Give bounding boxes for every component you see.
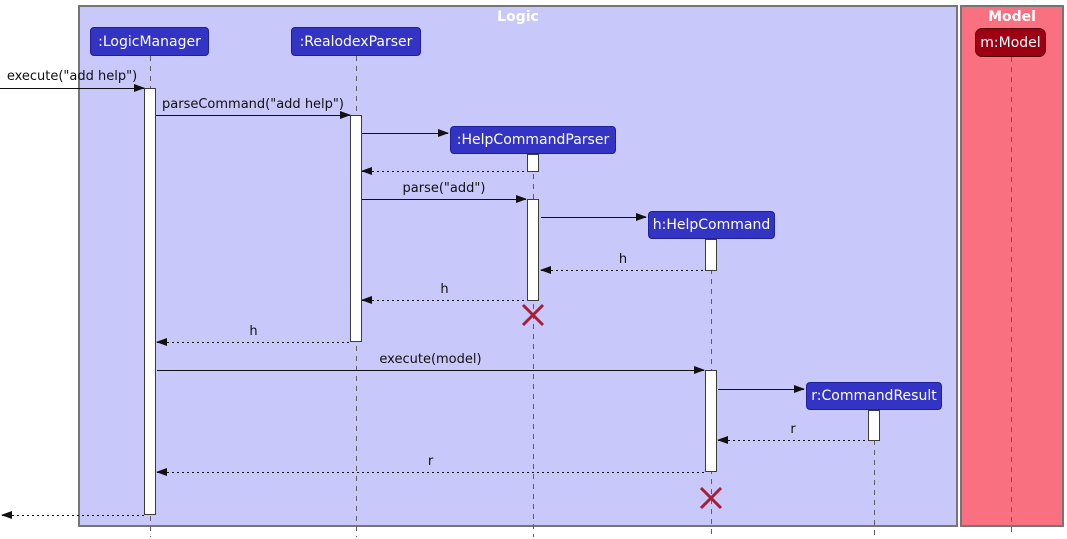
arrowhead-right-icon bbox=[340, 111, 351, 119]
logic-frame: Logic bbox=[78, 5, 958, 527]
arrowhead-right-icon bbox=[636, 213, 647, 221]
activation-logic-manager bbox=[144, 88, 156, 515]
arrowhead-left-icon bbox=[540, 266, 551, 274]
logic-frame-title: Logic bbox=[497, 9, 539, 25]
lifeline-model bbox=[1011, 57, 1012, 537]
arrowhead-right-icon bbox=[134, 84, 145, 92]
arrowhead-right-icon bbox=[438, 129, 449, 137]
participant-realodex-parser: :RealodexParser bbox=[291, 27, 421, 56]
message-execute-model-label: execute(model) bbox=[379, 352, 482, 367]
participant-help-command-parser: :HelpCommandParser bbox=[450, 126, 616, 154]
destroy-x-icon bbox=[699, 486, 723, 510]
message-return-r-to-help-command-label: r bbox=[790, 422, 796, 437]
destroy-x-icon bbox=[521, 303, 545, 327]
activation-command-result bbox=[868, 410, 880, 441]
activation-help-command-parser-parse bbox=[527, 199, 539, 301]
message-execute-add-help-label: execute("add help") bbox=[6, 69, 138, 84]
participant-command-result: r:CommandResult bbox=[806, 382, 942, 410]
arrowhead-left-icon bbox=[156, 468, 167, 476]
lifeline-help-command-parser bbox=[533, 154, 534, 537]
activation-help-command-execute bbox=[705, 370, 717, 472]
arrowhead-right-icon bbox=[794, 385, 805, 393]
model-frame: Model bbox=[960, 5, 1064, 527]
message-return-h-to-logic-manager-label: h bbox=[249, 324, 258, 339]
arrowhead-left-icon bbox=[717, 436, 728, 444]
arrowhead-left-icon bbox=[361, 296, 372, 304]
activation-realodex-parser bbox=[350, 115, 362, 342]
message-return-h-to-realodex-label: h bbox=[440, 282, 449, 297]
activation-help-command-parser-create bbox=[527, 154, 539, 172]
arrowhead-right-icon bbox=[694, 366, 705, 374]
participant-logic-manager: :LogicManager bbox=[90, 27, 209, 56]
arrowhead-left-icon bbox=[156, 338, 167, 346]
message-parse-add-label: parse("add") bbox=[402, 181, 486, 196]
participant-model: m:Model bbox=[975, 28, 1046, 57]
activation-help-command-create bbox=[705, 239, 717, 271]
participant-help-command: h:HelpCommand bbox=[648, 211, 775, 239]
model-frame-title: Model bbox=[988, 9, 1036, 25]
message-parse-command-label: parseCommand("add help") bbox=[162, 97, 344, 112]
message-return-h-to-parser-label: h bbox=[618, 252, 628, 267]
arrowhead-left-icon bbox=[361, 167, 372, 175]
lifeline-command-result bbox=[874, 410, 875, 537]
message-return-r-to-logic-manager-label: r bbox=[427, 454, 434, 469]
arrowhead-right-icon bbox=[516, 195, 527, 203]
arrowhead-left-icon bbox=[1, 511, 12, 519]
